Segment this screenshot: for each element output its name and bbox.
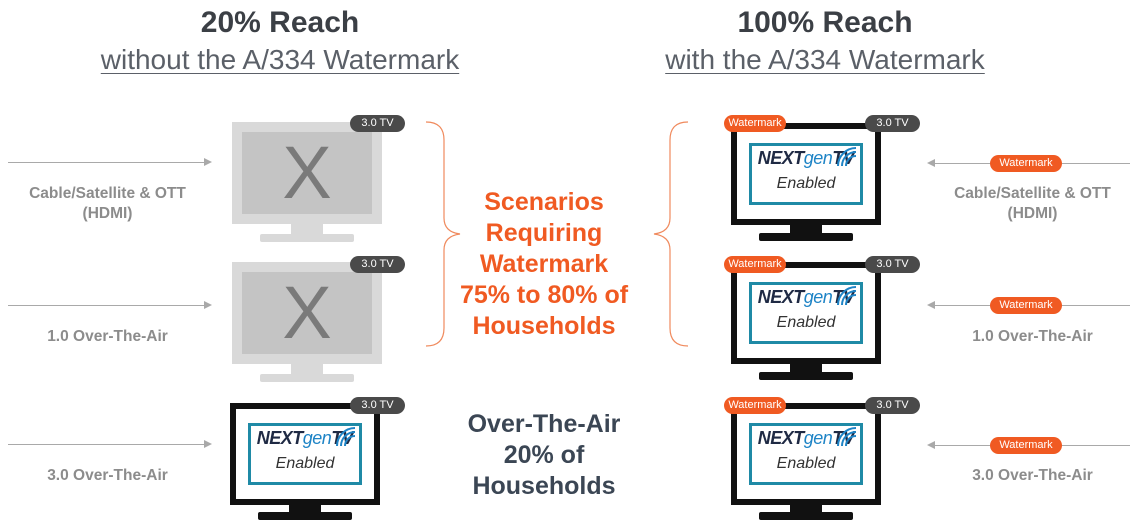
tv-screen: NEXTgenTV Enabled [236,409,374,499]
signal-waves-icon [837,427,857,447]
right-tv-2-enabled: NEXTgenTV Enabled [731,262,881,364]
right-tv-3-enabled: NEXTgenTV Enabled [731,403,881,505]
tv-stand-base [260,234,354,242]
left-tv-3-enabled: NEXTgenTV Enabled [230,403,380,505]
enabled-text: Enabled [776,175,836,192]
right-input-cable-line1: Cable/Satellite & OTT [954,185,1111,202]
scenarios-line: Requiring [485,219,603,247]
left-arrow-ota3 [8,444,206,445]
right-arrow-ota3-head [927,441,935,449]
tv-screen: NEXTgenTV Enabled [737,129,875,219]
left-header-title: 20% Reach [200,6,360,39]
right-input-ota1-label: 1.0 Over-The-Air [972,328,1093,345]
left-arrow-ota1-head [204,301,212,309]
left-arrow-cable [8,162,206,163]
right-tv-1-enabled: NEXTgenTV Enabled [731,123,881,225]
watermark-badge: Watermark [990,297,1062,314]
right-header-title: 100% Reach [737,6,913,39]
left-brace [425,121,461,347]
left-input-ota3-label: 3.0 Over-The-Air [47,467,168,484]
enabled-text: Enabled [776,455,836,472]
tv-stand-base [759,512,853,520]
right-input-cable-label: Cable/Satellite & OTT (HDMI) [935,184,1130,224]
nextgen-panel: NEXTgenTV Enabled [749,282,863,344]
left-input-cable-line2: (HDMI) [82,205,133,222]
right-brace [653,121,689,347]
right-arrow-ota1-head [927,301,935,309]
left-arrow-ota3-head [204,440,212,448]
nextgen-panel: NEXTgenTV Enabled [248,423,362,485]
tv-stand-base [759,233,853,241]
right-input-cable-line2: (HDMI) [1007,205,1058,222]
tv-stand-neck [790,225,822,235]
enabled-text: Enabled [275,455,335,472]
tv-stand-neck [291,364,323,376]
left-input-cable-label: Cable/Satellite & OTT (HDMI) [10,184,205,224]
left-arrow-cable-head [204,158,212,166]
tv-badge-3-0: 3.0 TV [865,256,920,273]
signal-waves-icon [837,286,857,306]
watermark-badge: Watermark [990,437,1062,454]
signal-waves-icon [336,427,356,447]
tv-badge-3-0: 3.0 TV [865,115,920,132]
nextgen-panel: NEXTgenTV Enabled [749,423,863,485]
tv-badge-3-0: 3.0 TV [350,256,405,273]
tv-stand-neck [291,224,323,236]
scenarios-text: Scenarios Requiring Watermark 75% to 80%… [444,187,644,342]
scenarios-line: 75% to 80% of [459,281,629,309]
tv-stand-neck [790,505,822,515]
scenarios-line: Households [472,312,616,340]
left-input-ota1-label: 1.0 Over-The-Air [47,328,168,345]
left-header-subtitle: without the A/334 Watermark [100,44,460,75]
tv-screen: X [242,272,372,354]
right-arrow-cable-head [927,159,935,167]
ota-line: Over-The-Air [467,410,621,438]
signal-waves-icon [837,147,857,167]
tv-badge-3-0: 3.0 TV [865,397,920,414]
disabled-x-mark: X [282,131,332,214]
tv-stand-base [260,374,354,382]
left-arrow-ota1 [8,305,206,306]
tv-stand-neck [289,505,321,515]
watermark-badge: Watermark [724,256,786,273]
watermark-badge: Watermark [990,155,1062,172]
tv-stand-base [258,512,352,520]
tv-stand-neck [790,364,822,374]
tv-badge-3-0: 3.0 TV [350,397,405,414]
enabled-text: Enabled [776,314,836,331]
ota-households-text: Over-The-Air 20% of Households [444,409,644,502]
ota-line: 20% of [503,441,585,469]
right-header-subtitle: with the A/334 Watermark [665,44,985,75]
disabled-x-mark: X [282,271,332,354]
watermark-badge: Watermark [724,397,786,414]
scenarios-line: Watermark [479,250,609,278]
tv-screen: NEXTgenTV Enabled [737,409,875,499]
left-tv-2-disabled: X [232,262,382,364]
nextgentv-logo: NEXTgenTV [256,428,354,448]
tv-badge-3-0: 3.0 TV [350,115,405,132]
nextgen-panel: NEXTgenTV Enabled [749,143,863,205]
tv-screen: NEXTgenTV Enabled [737,268,875,358]
tv-stand-base [759,372,853,380]
right-input-ota3-label: 3.0 Over-The-Air [972,467,1093,484]
left-input-cable-line1: Cable/Satellite & OTT [29,185,186,202]
watermark-badge: Watermark [724,115,786,132]
scenarios-line: Scenarios [484,188,604,216]
nextgentv-logo: NEXTgenTV [757,287,855,307]
ota-line: Households [472,472,616,500]
left-tv-1-disabled: X [232,122,382,224]
tv-screen: X [242,132,372,214]
